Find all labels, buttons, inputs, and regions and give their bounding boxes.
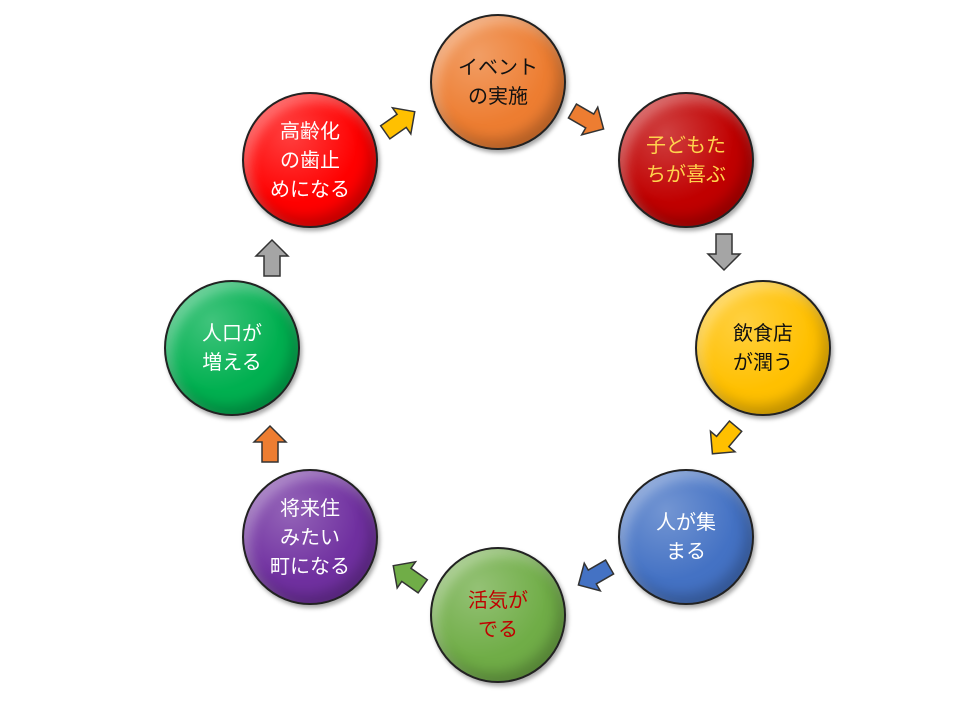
node-population: 人口が 増える xyxy=(164,280,300,416)
arrow-icon xyxy=(254,238,290,277)
arrow-icon xyxy=(379,106,416,140)
node-label: 高齢化 の歯止 めになる xyxy=(270,118,350,201)
node-label: 人が集 まる xyxy=(656,510,716,563)
node-restaurants: 飲食店 が潤う xyxy=(695,280,831,416)
arrow-icon xyxy=(706,233,742,272)
node-vitality: 活気が でる xyxy=(430,547,566,683)
node-livable-town: 将来住 みたい 町になる xyxy=(242,469,378,605)
node-aging-stop: 高齢化 の歯止 めになる xyxy=(242,92,378,228)
node-label: 子どもた ちが喜ぶ xyxy=(646,133,726,186)
arrow-icon xyxy=(392,560,429,594)
arrow-icon xyxy=(577,559,615,593)
node-people-gather: 人が集 まる xyxy=(618,469,754,605)
node-label: 活気が でる xyxy=(468,588,528,641)
arrow-icon xyxy=(252,424,288,463)
arrow-icon xyxy=(567,103,605,137)
node-label: 人口が 増える xyxy=(202,321,262,374)
node-label: 飲食店 が潤う xyxy=(733,321,793,374)
node-label: 将来住 みたい 町になる xyxy=(270,495,350,578)
node-label: イベント の実施 xyxy=(458,55,538,108)
node-children-happy: 子どもた ちが喜ぶ xyxy=(618,92,754,228)
arrow-icon xyxy=(709,420,743,455)
node-event: イベント の実施 xyxy=(430,14,566,150)
